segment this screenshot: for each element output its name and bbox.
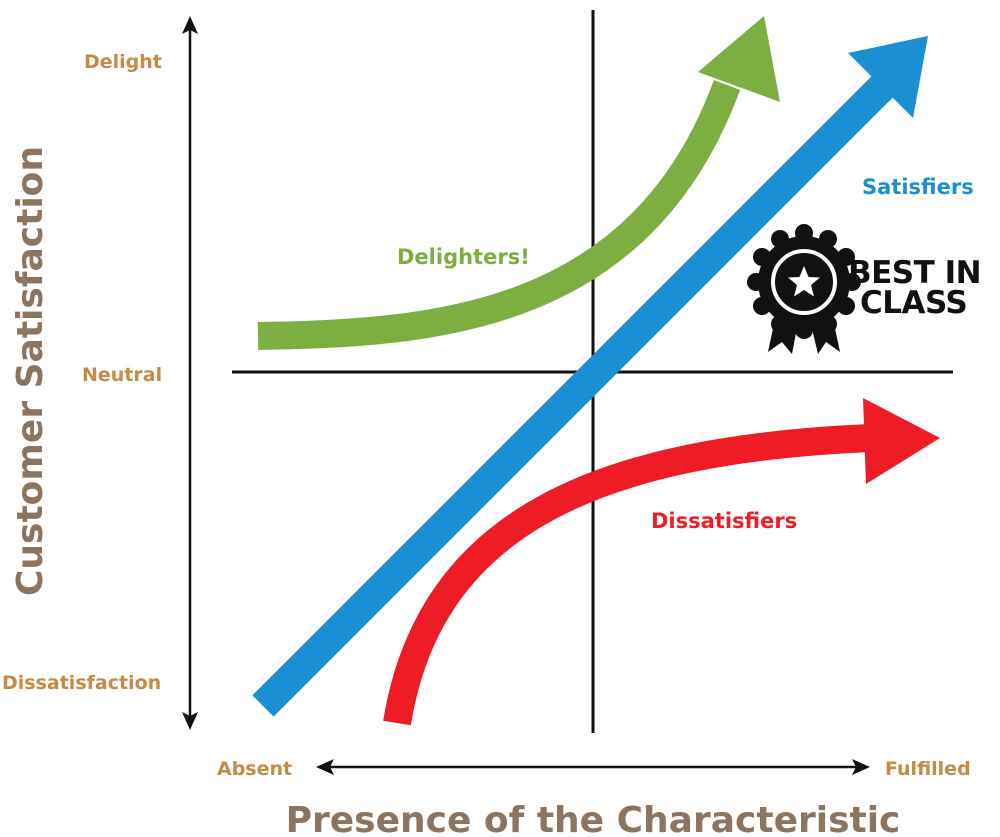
x-axis-title: Presence of the Characteristic — [286, 800, 901, 837]
y-tick-delight: Delight — [84, 51, 162, 73]
satisfiers-line — [252, 75, 894, 717]
dissatisfiers-arrowhead — [863, 398, 940, 484]
x-axis-arrowhead-right — [852, 759, 870, 775]
x-tick-fulfilled: Fulfilled — [885, 758, 971, 780]
dissatisfiers-label: Dissatisfiers — [651, 509, 797, 533]
y-axis — [182, 16, 198, 730]
dissatisfiers-line — [383, 424, 871, 726]
delighters-label: Delighters! — [397, 245, 530, 269]
y-tick-neutral: Neutral — [82, 364, 162, 386]
satisfiers-arrowhead — [848, 36, 928, 118]
delighters-curve — [257, 16, 780, 350]
x-axis-arrowhead-left — [316, 759, 334, 775]
badge-text-line2: CLASS — [860, 285, 967, 321]
y-tick-dissatisfaction: Dissatisfaction — [2, 672, 161, 694]
satisfiers-label: Satisfiers — [862, 175, 974, 199]
award-ribbon-star-icon — [747, 224, 861, 354]
satisfiers-curve — [252, 36, 928, 717]
delighters-line — [257, 80, 741, 350]
dissatisfiers-curve — [383, 398, 940, 726]
best-in-class-badge: BEST IN CLASS — [747, 224, 982, 354]
y-axis-arrowhead-up — [182, 16, 198, 34]
badge-text-line1: BEST IN — [848, 255, 981, 291]
x-axis — [316, 759, 870, 775]
delighters-arrowhead — [698, 16, 780, 102]
y-axis-arrowhead-down — [182, 712, 198, 730]
x-tick-absent: Absent — [217, 758, 292, 780]
y-axis-title: Customer Satisfaction — [10, 146, 51, 596]
